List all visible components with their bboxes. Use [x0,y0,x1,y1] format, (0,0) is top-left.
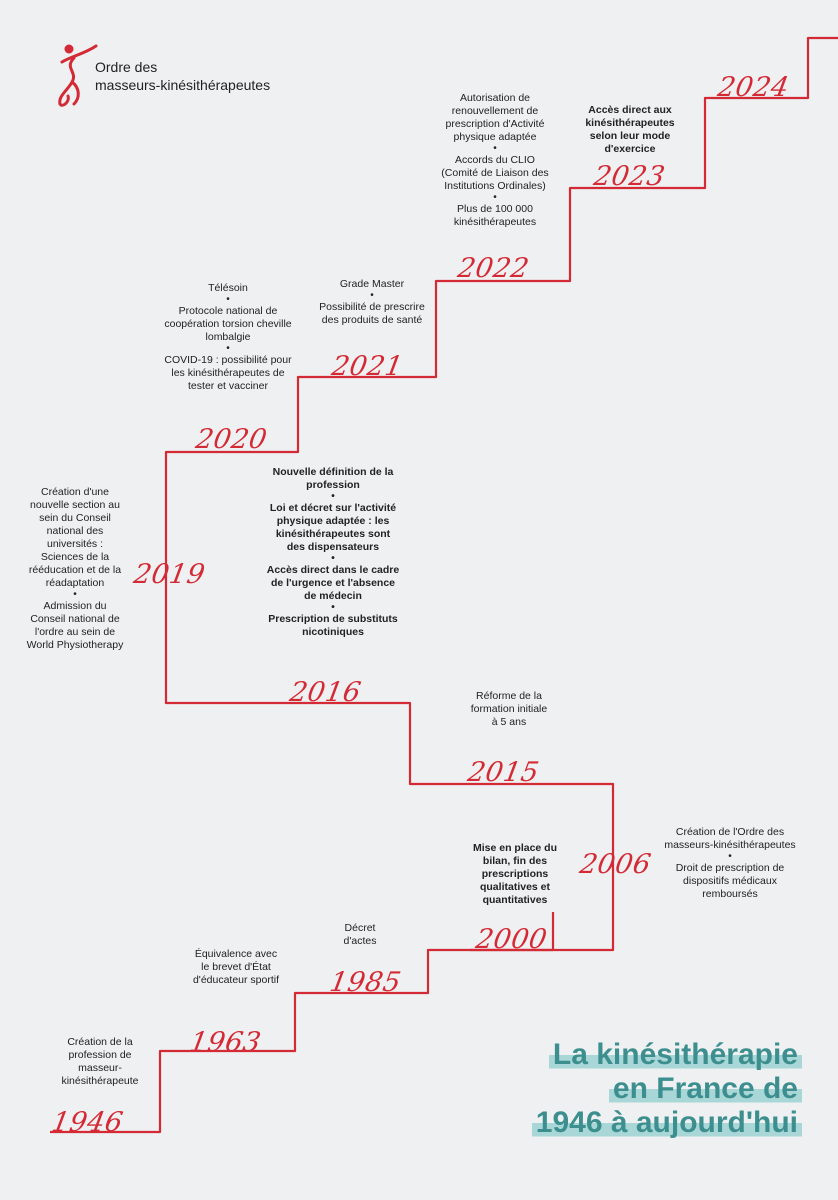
event-2022-item-3: Plus de 100 000 kinésithérapeutes [453,203,537,228]
event-2000-item-1: Mise en place du bilan, fin des prescrip… [472,842,558,906]
event-1946-item-1: Création de la profession de masseur-kin… [61,1036,139,1087]
year-2020: 2020 [193,424,270,455]
title-line-3: 1946 à aujourd'hui [531,1106,802,1140]
title-line-2: en France de [532,1072,802,1106]
year-2019: 2019 [131,559,208,590]
bullet-separator: • [331,553,335,564]
event-1963-item-1: Équivalence avec le brevet d'État d'éduc… [192,948,280,986]
year-2022: 2022 [455,253,532,284]
title-line-1-text: La kinésithérapie [548,1038,802,1071]
event-1963: Équivalence avec le brevet d'État d'éduc… [192,948,280,987]
event-2016-item-3: Accès direct dans le cadre de l'urgence … [266,564,400,602]
event-2006-item-2: Droit de prescription de dispositifs méd… [675,862,785,900]
event-2016-item-1: Nouvelle définition de la profession [272,466,394,491]
event-2020-item-1: Télésoin [208,282,248,294]
ordre-logo-icon [58,44,98,107]
logo-text: Ordre des masseurs-kinésithérapeutes [95,58,270,94]
logo-line-2: masseurs-kinésithérapeutes [95,77,271,93]
bullet-separator: • [226,294,230,305]
logo-figure [58,44,98,107]
year-2015: 2015 [465,757,542,788]
event-2015-item-1: Réforme de la formation initiale à 5 ans [470,690,548,728]
title-line-2-text: en France de [608,1072,802,1105]
bullet-separator: • [370,290,374,301]
bullet-separator: • [331,602,335,613]
year-2024: 2024 [715,72,792,103]
event-1985-item-1: Décret d'actes [343,922,377,947]
bullet-separator: • [73,589,77,600]
bullet-separator: • [331,491,335,502]
event-2023: Accès direct aux kinésithérapeutes selon… [576,104,684,156]
year-2000: 2000 [473,924,550,955]
year-2023: 2023 [591,161,668,192]
event-2016-item-2: Loi et décret sur l'activité physique ad… [269,502,397,553]
event-2020-item-2: Protocole national de coopération torsio… [164,305,292,343]
year-1963: 1963 [187,1027,264,1058]
event-2006: Création de l'Ordre des masseurs-kinésit… [660,826,800,901]
event-2000: Mise en place du bilan, fin des prescrip… [470,842,560,907]
event-2023-item-1: Accès direct aux kinésithérapeutes selon… [585,104,675,155]
event-2021-item-1: Grade Master [339,278,405,290]
event-2020-item-3: COVID-19 : possibilité pour les kinésith… [164,354,292,392]
event-2006-item-1: Création de l'Ordre des masseurs-kinésit… [664,826,796,851]
year-1985: 1985 [327,967,404,998]
event-1946: Création de la profession de masseur-kin… [50,1036,150,1088]
year-2006: 2006 [577,849,654,880]
year-2016: 2016 [287,677,364,708]
event-2016: Nouvelle définition de la profession • L… [266,466,400,639]
event-2022: Autorisation de renouvellement de prescr… [438,92,552,229]
page-title: La kinésithérapie en France de 1946 à au… [531,1038,802,1140]
event-2019: Création d'une nouvelle section au sein … [26,486,124,652]
year-2021: 2021 [329,351,406,382]
event-2019-item-2: Admission du Conseil national de l'ordre… [26,600,124,651]
logo-line-1: Ordre des [95,59,158,75]
logo-head [64,44,74,54]
bullet-separator: • [493,143,497,154]
title-line-3-text: 1946 à aujourd'hui [531,1106,802,1139]
event-2019-item-1: Création d'une nouvelle section au sein … [28,486,122,589]
bullet-separator: • [226,343,230,354]
event-2021: Grade Master • Possibilité de prescrire … [318,278,426,327]
year-1946: 1946 [49,1107,126,1138]
event-2016-item-4: Prescription de substituts nicotiniques [268,613,398,638]
event-2015: Réforme de la formation initiale à 5 ans [470,690,548,729]
event-2020: Télésoin • Protocole national de coopéra… [162,282,294,393]
event-2021-item-2: Possibilité de prescrire des produits de… [319,301,425,326]
event-2022-item-2: Accords du CLIO (Comité de Liaison des I… [441,154,549,192]
bullet-separator: • [728,851,732,862]
event-1985: Décret d'actes [336,922,384,948]
bullet-separator: • [493,192,497,203]
event-2022-item-1: Autorisation de renouvellement de prescr… [445,92,545,143]
title-line-1: La kinésithérapie [532,1038,802,1072]
